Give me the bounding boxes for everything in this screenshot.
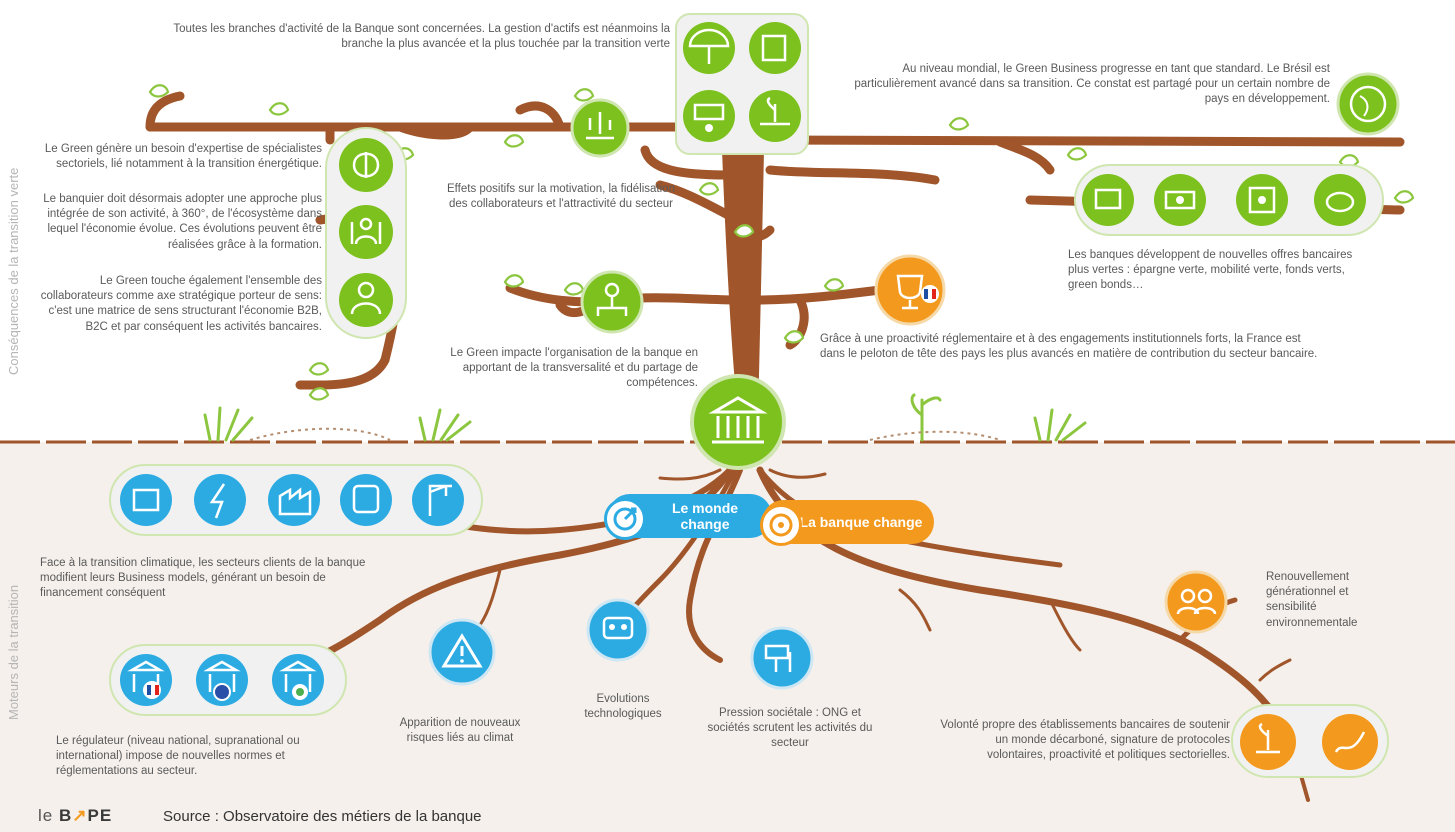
- signature-icon: [1322, 714, 1378, 770]
- text-motivation: Effets positifs sur la motivation, la fi…: [447, 183, 675, 211]
- crane-icon: [412, 474, 464, 526]
- banknotes-icon: [1154, 174, 1206, 226]
- blue-icons: [120, 474, 814, 706]
- recycle-bin-icon: [120, 474, 172, 526]
- bus-icon: [340, 474, 392, 526]
- protest-icon: [750, 626, 814, 690]
- people-icon: [339, 273, 393, 327]
- ev-charger-icon: [1082, 174, 1134, 226]
- text-sectors: Face à la transition climatique, les sec…: [40, 557, 366, 600]
- safe-icon: [1236, 174, 1288, 226]
- team-growth-icon: [570, 98, 630, 158]
- bipe-logo: le B↗PE: [38, 806, 112, 826]
- bank-building-icon: [690, 374, 786, 470]
- green-icons: [339, 22, 1400, 470]
- logo-b: B: [58, 806, 73, 825]
- brain-icon: [339, 138, 393, 192]
- text-societal: Pression sociétale : ONG et sociétés scr…: [707, 707, 873, 750]
- axis-bottom-label: Moteurs de la transition: [6, 584, 21, 720]
- grass: [203, 393, 1087, 442]
- text-tech: Evolutions technologiques: [584, 693, 662, 721]
- text-meaning: Le Green touche également l'ensemble des…: [40, 275, 322, 333]
- trunk: [722, 150, 764, 420]
- hand-plant-icon: [749, 90, 801, 142]
- text-expertise: Le Green génère un besoin d'expertise de…: [44, 143, 322, 171]
- orange-icons: [874, 254, 1378, 770]
- target-arrow-icon: [604, 498, 646, 540]
- text-renewal: Renouvellement générationnel et sensibil…: [1266, 571, 1358, 629]
- generations-icon: [1164, 570, 1228, 634]
- regulator-france-icon: [120, 654, 172, 706]
- text-risks: Apparition de nouveaux risques liés au c…: [399, 717, 521, 745]
- axis-top-label: Conséquences de la transition verte: [6, 167, 21, 375]
- text-will: Volonté propre des établissements bancai…: [940, 719, 1230, 762]
- piggy-bank-icon: [1314, 174, 1366, 226]
- organisation-icon: [580, 270, 644, 334]
- plant-hand-icon: [1240, 714, 1296, 770]
- logo-pe: PE: [87, 806, 113, 825]
- ground-texture: [249, 427, 1001, 441]
- tag-bank-label: La banque change: [799, 514, 923, 530]
- logo-le: le: [38, 806, 59, 825]
- regulator-world-icon: [272, 654, 324, 706]
- trophy-france-icon: [874, 254, 946, 326]
- globe-icon: [1336, 72, 1400, 136]
- lightning-icon: [194, 474, 246, 526]
- logo-arrow-icon: ↗: [72, 806, 88, 825]
- source-caption: Source : Observatoire des métiers de la …: [163, 808, 482, 825]
- umbrella-coins-icon: [683, 22, 735, 74]
- text-organisation: Le Green impacte l'organisation de la ba…: [450, 347, 698, 390]
- tools-person-icon: [339, 205, 393, 259]
- text-regulator: Le régulateur (niveau national, supranat…: [56, 735, 300, 778]
- regulator-europe-icon: [196, 654, 248, 706]
- target-icon: [760, 504, 802, 546]
- text-all-branches: Toutes les branches d'activité de la Ban…: [173, 23, 670, 51]
- text-offers: Les banques développent de nouvelles off…: [1068, 249, 1353, 292]
- warning-icon: [428, 618, 496, 686]
- meeting-icon: [683, 90, 735, 142]
- text-france: Grâce à une proactivité réglementaire et…: [820, 333, 1318, 361]
- tag-world-label: Le monde change: [671, 500, 739, 532]
- text-integrated: Le banquier doit désormais adopter une a…: [43, 193, 322, 251]
- robot-icon: [586, 598, 650, 662]
- energy-building-icon: [749, 22, 801, 74]
- text-green-business: Au niveau mondial, le Green Business pro…: [854, 63, 1330, 106]
- factory-icon: [268, 474, 320, 526]
